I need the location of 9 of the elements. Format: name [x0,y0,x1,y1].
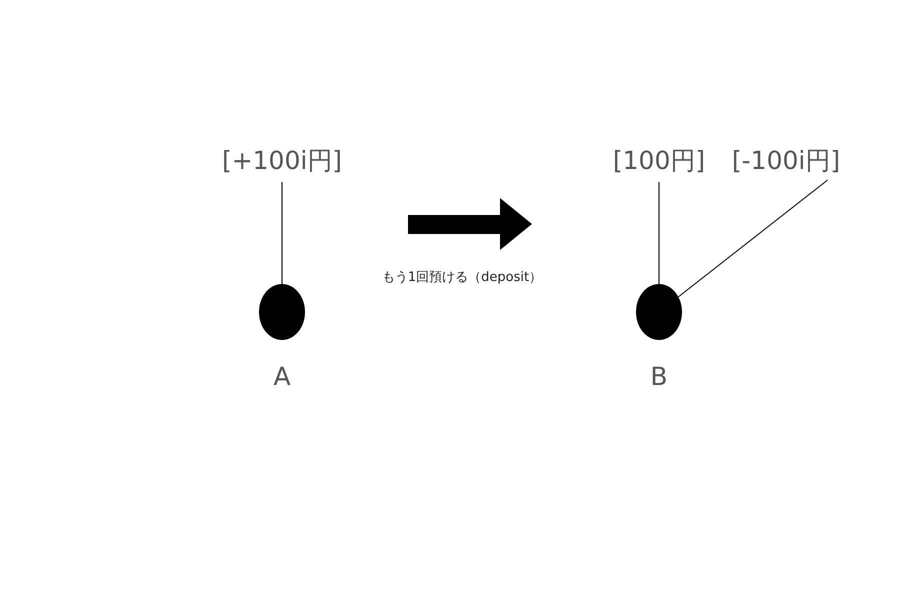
node-ellipse [636,284,682,340]
value-label: [100円] [612,146,706,176]
node-caption: B [650,362,668,392]
connector-line [658,182,660,284]
value-label: [-100i円] [732,146,840,176]
node-caption: A [273,362,291,392]
value-label: [+100i円] [222,146,342,176]
node-ellipse [259,284,305,340]
connector-line [678,180,828,298]
